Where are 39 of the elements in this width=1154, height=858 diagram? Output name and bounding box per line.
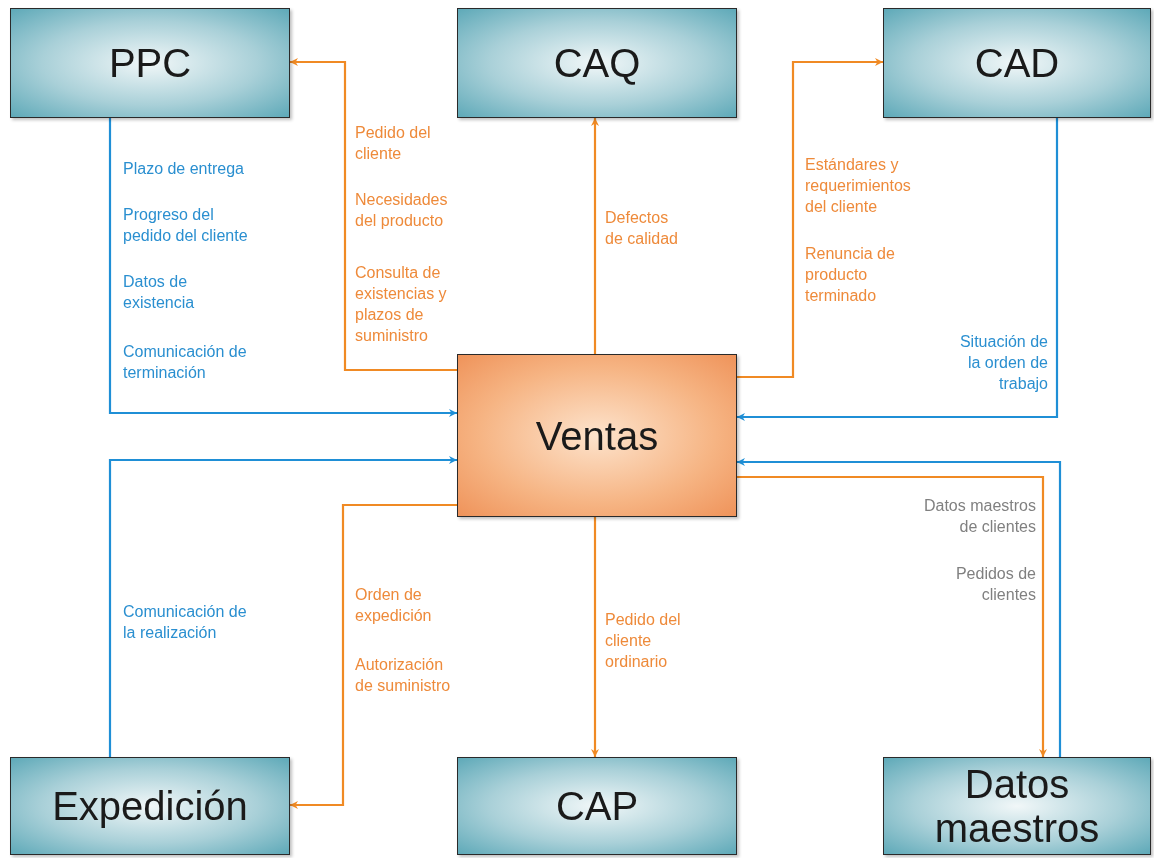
arrow <box>108 456 457 757</box>
flow-label: Orden de expedición <box>355 585 433 626</box>
flow-label: Autorización de suministro <box>355 655 452 696</box>
flow-label: Estándares y requerimientos del cliente <box>805 155 912 217</box>
flow-label: Pedido del cliente ordinario <box>605 610 682 672</box>
flow-label: Plazo de entrega <box>123 159 245 179</box>
flow-label: Situación de la orden de trabajo <box>958 332 1048 394</box>
flow-label: Datos maestros de clientes <box>922 496 1036 537</box>
arrow <box>290 58 457 372</box>
flow-label: Renuncia de producto terminado <box>805 244 896 306</box>
system-box <box>883 757 1151 855</box>
arrow <box>591 517 599 757</box>
arrow <box>737 58 883 379</box>
system-box <box>457 757 737 855</box>
flow-label: Pedidos de clientes <box>954 564 1036 605</box>
node-label: PPC <box>108 41 192 85</box>
node-label: CAQ <box>553 41 641 85</box>
arrow <box>108 118 457 417</box>
node-label: Datos maestros <box>933 762 1101 850</box>
flow-label: Comunicación de la realización <box>123 602 248 643</box>
arrow <box>737 118 1059 421</box>
flow-label: Comunicación de terminación <box>123 342 248 383</box>
central-process-box <box>457 354 737 517</box>
arrow <box>290 503 457 809</box>
flow-label: Pedido del cliente <box>355 123 432 164</box>
system-box <box>883 8 1151 118</box>
node-label: Ventas <box>535 413 659 458</box>
system-box <box>457 8 737 118</box>
flow-label: Progreso del pedido del cliente <box>123 205 249 246</box>
node-label: CAD <box>974 41 1060 85</box>
flow-label: Defectos de calidad <box>605 208 679 249</box>
flow-label: Datos de existencia <box>123 272 196 313</box>
system-box <box>10 8 290 118</box>
node-label: CAP <box>555 784 639 828</box>
flow-label: Consulta de existencias y plazos de suministro <box>355 263 448 346</box>
flow-label: Necesidades del producto <box>355 190 449 231</box>
arrow <box>591 118 599 354</box>
node-label: Expedición <box>52 784 248 828</box>
system-box <box>10 757 290 855</box>
